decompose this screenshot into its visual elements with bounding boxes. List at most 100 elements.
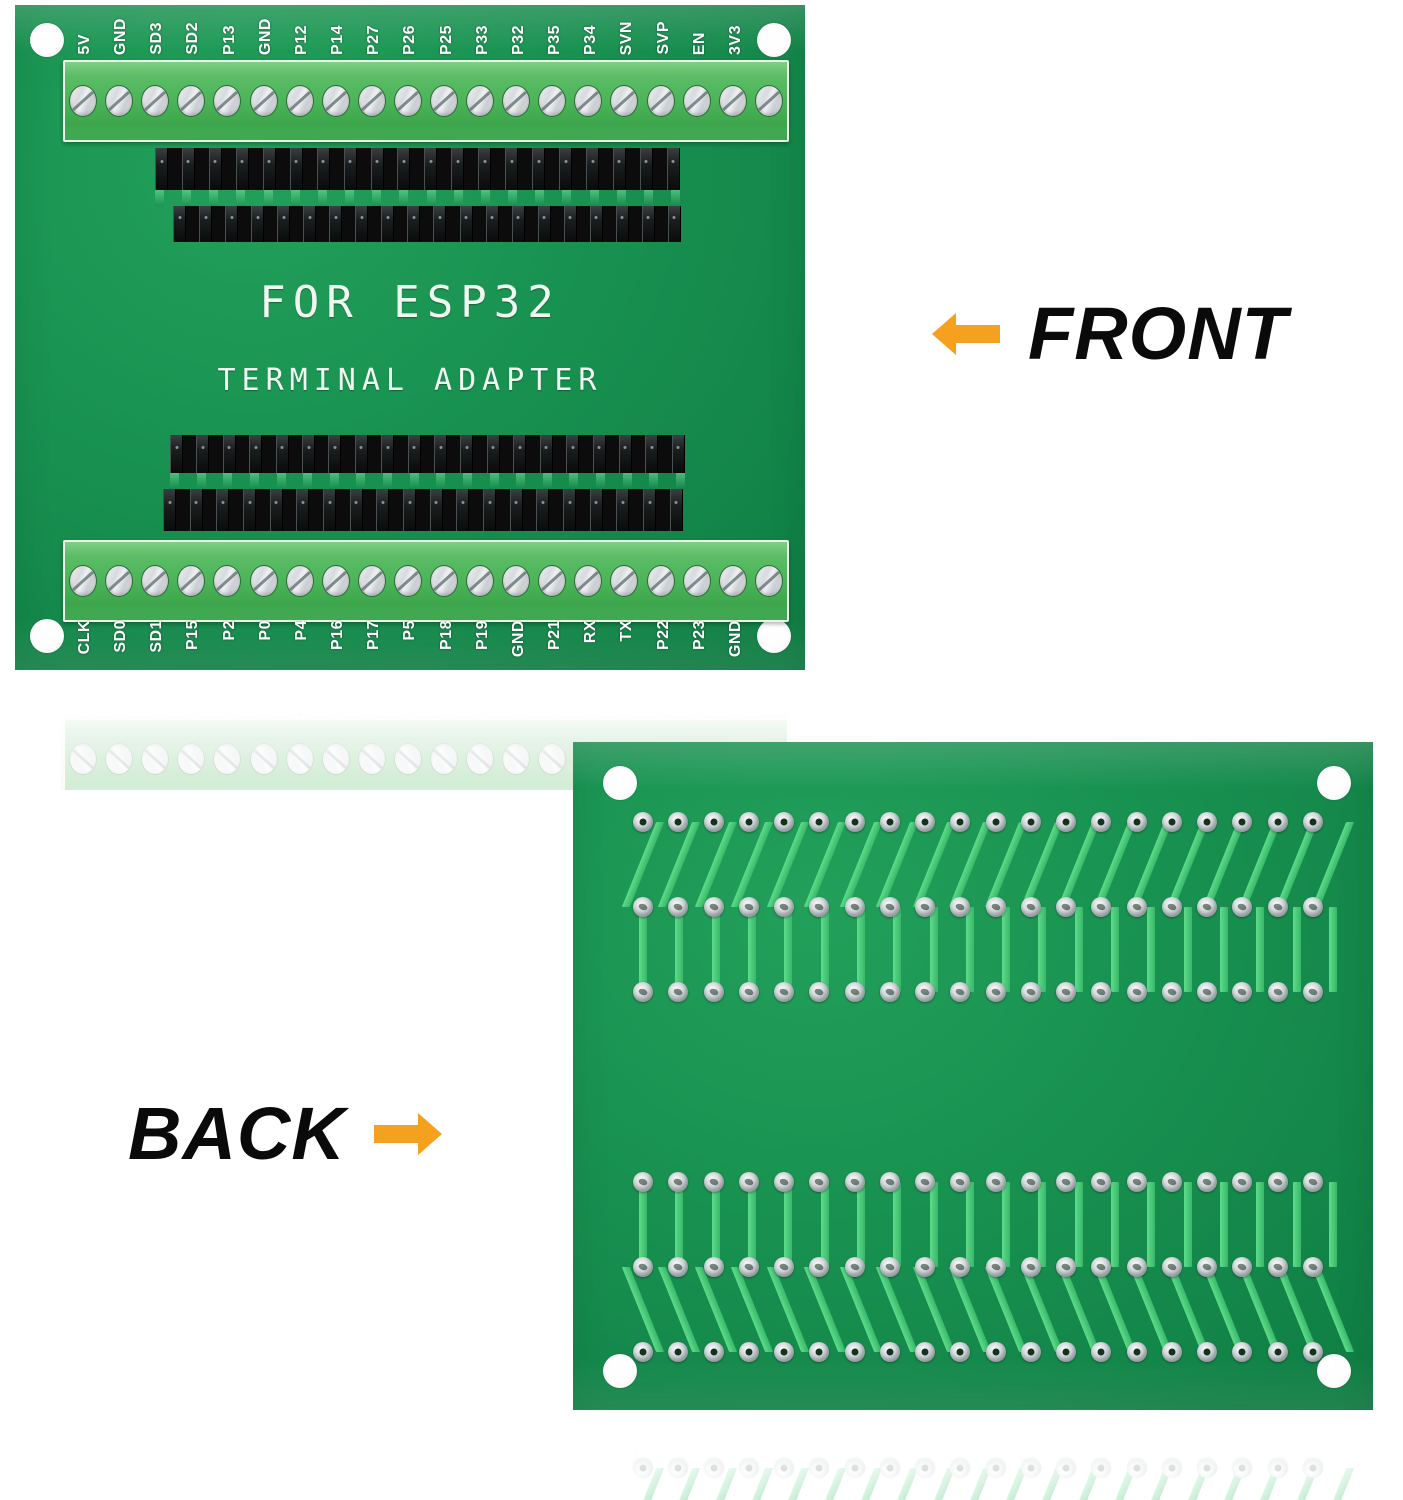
mounting-hole-bottom-left (30, 619, 64, 653)
header-gap-stripe (516, 473, 526, 489)
back-solder-pad (879, 1257, 900, 1277)
pcb-trace (839, 1267, 883, 1352)
pcb-trace (1130, 1267, 1173, 1352)
header-socket-pin (669, 489, 683, 531)
pcb-trace (767, 1468, 810, 1500)
back-solder-pad (985, 897, 1006, 917)
bottom-header-gap-stripes (170, 473, 685, 489)
header-socket-pin (615, 206, 629, 242)
terminal-screw (718, 565, 747, 597)
back-solder-pad (668, 982, 689, 1002)
header-socket-pin (589, 206, 603, 242)
pin-label: P2 (220, 699, 238, 720)
pin-label: 3V3 (726, 25, 744, 55)
pcb-trace (1256, 1182, 1265, 1267)
header-socket-pin (407, 435, 421, 473)
header-socket-pin (539, 435, 553, 473)
terminal-screw (177, 743, 206, 775)
header-socket-pin (303, 206, 317, 242)
arrow-right-icon (372, 1108, 444, 1160)
header-socket-pin (667, 206, 681, 242)
pcb-trace (694, 822, 737, 907)
back-solder-pad (1126, 1172, 1147, 1192)
pin-label: P16 (329, 620, 347, 650)
back-pad-row (633, 982, 1323, 1002)
pcb-trace (1220, 1182, 1229, 1267)
back-solder-pad (1197, 1342, 1217, 1362)
back-solder-pad (703, 1172, 724, 1192)
header-socket-pin (355, 206, 369, 242)
pin-label: RX (582, 696, 600, 720)
header-socket-pin (269, 489, 283, 531)
pin-label: P15 (184, 690, 202, 720)
terminal-screw (105, 565, 134, 597)
pcb-trace (984, 822, 1028, 907)
pcb-trace (912, 822, 955, 907)
header-socket-pin (296, 489, 310, 531)
pcb-trace (658, 1267, 701, 1352)
pcb-trace (1239, 1267, 1282, 1352)
pcb-trace (1130, 1468, 1173, 1500)
pcb-trace (1021, 822, 1064, 907)
pin-label: P0 (256, 699, 274, 720)
back-solder-pad (809, 1342, 830, 1362)
back-solder-pad (1161, 1342, 1182, 1362)
back-solder-pad (774, 1172, 794, 1192)
header-socket-pin (407, 206, 421, 242)
header-gap-stripe (426, 190, 436, 206)
pcb-trace (1093, 822, 1137, 907)
header-socket-pin (376, 489, 390, 531)
terminal-screw (429, 85, 458, 117)
terminal-screw (213, 743, 242, 775)
header-socket-pin (328, 435, 342, 473)
header-socket-pin (235, 148, 249, 190)
pcb-trace (694, 1267, 737, 1352)
back-solder-pad (1056, 812, 1076, 832)
header-gap-stripe (223, 473, 233, 489)
back-solder-pad (809, 1257, 830, 1277)
pcb-trace (1311, 1267, 1355, 1352)
terminal-screw (177, 565, 206, 597)
back-solder-pad (1302, 1172, 1323, 1192)
header-socket-pin (671, 435, 685, 473)
pin-label: GND (509, 620, 527, 658)
header-socket-pin (434, 435, 448, 473)
top-female-header-row-2 (173, 206, 681, 242)
back-solder-pad (1197, 1458, 1217, 1478)
header-socket-pin (505, 148, 519, 190)
pin-label: P16 (329, 690, 347, 720)
terminal-screw (502, 743, 531, 775)
header-socket-pin (486, 435, 500, 473)
pcb-trace (1111, 1182, 1120, 1267)
terminal-screw (754, 85, 783, 117)
header-gap-stripe (643, 190, 653, 206)
back-pcb-board (573, 742, 1373, 1410)
header-gap-stripe (276, 473, 286, 489)
pcb-trace (856, 1182, 865, 1267)
back-solder-pad (915, 1458, 935, 1478)
header-gap-stripe (317, 190, 327, 206)
header-gap-stripe (480, 190, 490, 206)
terminal-screw (682, 85, 711, 117)
header-socket-pin (459, 206, 473, 242)
header-socket-pin (483, 489, 497, 531)
pcb-trace (893, 1182, 902, 1267)
back-callout: BACK (128, 1097, 444, 1171)
pcb-trace (1057, 1468, 1100, 1500)
pcb-trace (1021, 1468, 1064, 1500)
back-solder-pad (915, 1342, 935, 1362)
pin-label: TX (618, 698, 636, 720)
header-socket-pin (641, 206, 655, 242)
pcb-trace (694, 1468, 737, 1500)
header-socket-pin (208, 148, 222, 190)
pcb-trace (820, 1182, 829, 1267)
pin-label: P14 (329, 25, 347, 55)
header-gap-stripe (616, 190, 626, 206)
header-socket-pin (277, 206, 291, 242)
pcb-trace (1329, 1182, 1337, 1267)
pcb-trace (1239, 822, 1282, 907)
pcb-trace (711, 1182, 720, 1267)
pcb-trace (767, 822, 810, 907)
header-socket-pin (251, 206, 265, 242)
